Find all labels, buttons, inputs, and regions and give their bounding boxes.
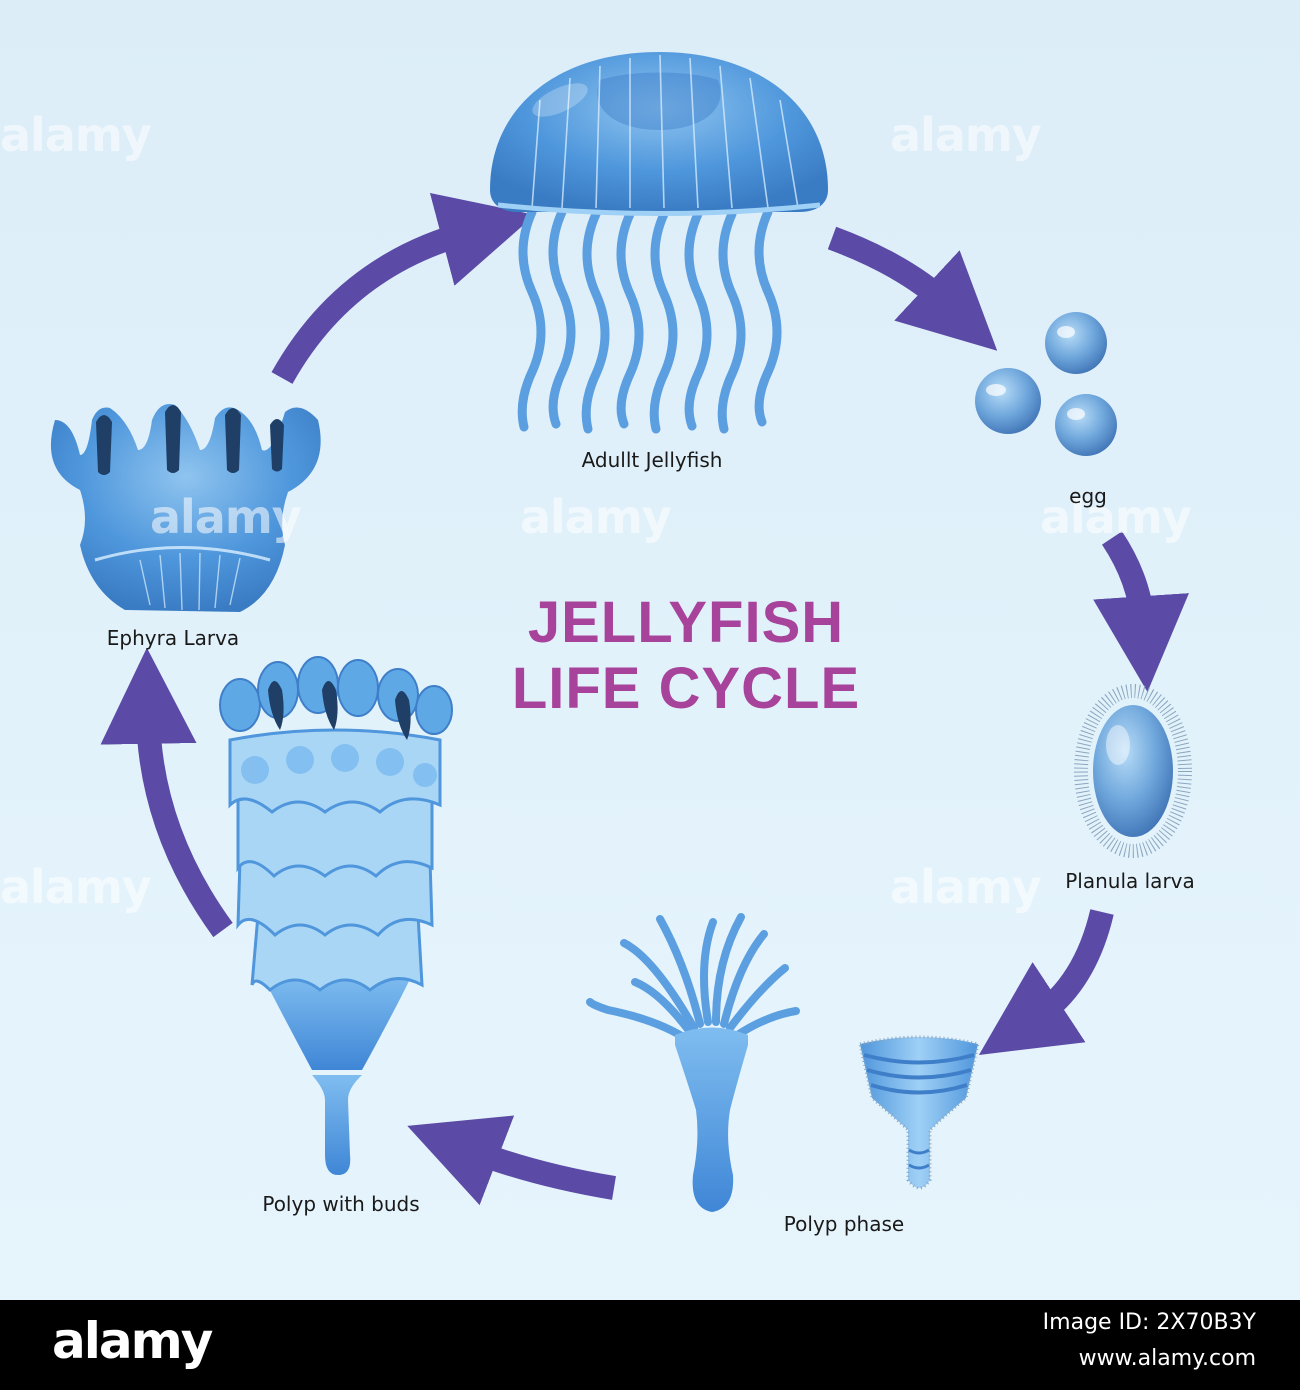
- image-id: Image ID: 2X70B3Y: [1042, 1310, 1256, 1335]
- diagram-canvas: alamy alamy alamy alamy alamy alamy alam…: [0, 0, 1300, 1300]
- watermark: alamy: [0, 108, 152, 162]
- planula-larva-icon: [1074, 684, 1192, 858]
- label-planula-larva: Planula larva: [1065, 869, 1195, 893]
- watermark: alamy: [1040, 490, 1192, 544]
- alamy-logo: alamy: [52, 1312, 213, 1370]
- arrow-buds-to-ephyra: [100, 647, 233, 938]
- arrow-adult-to-egg: [827, 226, 998, 351]
- eggs-icon: [975, 312, 1117, 456]
- label-polyp-phase: Polyp phase: [783, 1212, 905, 1236]
- label-adult-jellyfish: Adullt Jellyfish: [581, 448, 723, 472]
- arrow-polyp-to-buds: [407, 1115, 616, 1206]
- stock-footer-bar: alamy Image ID: 2X70B3Y www.alamy.com: [0, 1300, 1300, 1390]
- arrow-egg-to-planula: [1093, 531, 1189, 693]
- title-line-1: JELLYFISH: [527, 590, 845, 655]
- arrow-ephyra-to-adult: [271, 192, 535, 384]
- life-cycle-illustration: [50, 52, 1192, 1212]
- adult-jellyfish-icon: [490, 52, 828, 434]
- watermark: alamy: [0, 860, 152, 914]
- site-url: www.alamy.com: [1078, 1346, 1256, 1371]
- watermark: alamy: [890, 108, 1042, 162]
- title-line-2: LIFE CYCLE: [511, 656, 861, 721]
- polyp-icon: [586, 913, 980, 1212]
- polyp-with-buds-icon: [219, 656, 453, 1175]
- label-ephyra-larva: Ephyra Larva: [106, 626, 240, 650]
- ephyra-larva-icon: [50, 404, 321, 612]
- watermark: alamy: [520, 490, 672, 544]
- arrow-planula-to-polyp: [978, 909, 1114, 1056]
- diagram-title: JELLYFISH LIFE CYCLE: [512, 590, 860, 722]
- watermark: alamy: [150, 490, 302, 544]
- label-egg: egg: [1069, 484, 1107, 508]
- watermark: alamy: [890, 860, 1042, 914]
- label-polyp-with-buds: Polyp with buds: [262, 1192, 420, 1216]
